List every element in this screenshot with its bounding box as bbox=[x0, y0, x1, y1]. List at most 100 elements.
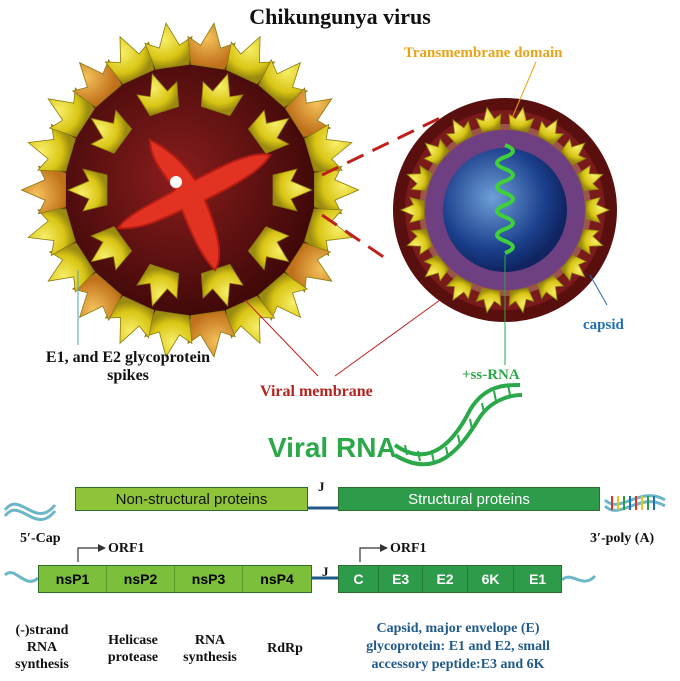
glycoprotein-spike bbox=[225, 35, 276, 85]
orf1-left-label: ORF1 bbox=[108, 541, 145, 556]
glycoprotein-spike bbox=[304, 123, 353, 172]
glycoprotein-spike bbox=[247, 226, 290, 271]
glycoprotein-spike bbox=[200, 263, 244, 307]
glycoprotein-spike bbox=[475, 106, 502, 133]
glycoprotein-spike bbox=[406, 228, 433, 256]
orf1-right-label: ORF1 bbox=[390, 541, 427, 556]
structural-function-line: accessory peptide:E3 and 6K bbox=[371, 657, 545, 672]
glycoprotein-spike bbox=[272, 168, 314, 212]
segment-e3: E3 bbox=[379, 566, 424, 592]
glycoprotein-spike bbox=[475, 287, 502, 314]
virion-cross-section bbox=[393, 98, 617, 322]
glycoprotein-spike bbox=[284, 87, 333, 138]
nsp1-function-line: (-)strand bbox=[15, 623, 69, 638]
glycoprotein-spike bbox=[258, 272, 309, 322]
glycoprotein-spike bbox=[304, 208, 353, 257]
glycoprotein-spike bbox=[20, 165, 66, 215]
membrane-label: Viral membrane bbox=[260, 383, 373, 400]
glycoprotein-spike bbox=[71, 272, 122, 322]
structural-proteins-bar: Structural proteins bbox=[338, 487, 600, 511]
glycoprotein-spike bbox=[560, 138, 587, 166]
spikes-label-line1: E1, and E2 glycoprotein bbox=[45, 349, 211, 366]
rna-strand-illustration bbox=[393, 383, 523, 467]
glycoprotein-spike bbox=[445, 118, 473, 146]
spikes-label-line2: spikes bbox=[107, 367, 149, 384]
rna-base-pair bbox=[469, 418, 473, 430]
glycoprotein-spike bbox=[136, 263, 180, 307]
segment-6k: 6K bbox=[468, 566, 515, 592]
glycoprotein-spike bbox=[537, 118, 565, 146]
nsp4-function-line: RdRp bbox=[267, 641, 303, 656]
segment-e2: E2 bbox=[423, 566, 468, 592]
virion-left bbox=[20, 22, 360, 358]
glycoprotein-spike bbox=[445, 274, 473, 302]
glycoprotein-spike bbox=[508, 106, 535, 133]
transmembrane-label: Transmembrane domain bbox=[404, 45, 563, 61]
segment-nsp2: nsP2 bbox=[107, 566, 175, 592]
rna-helix-shape bbox=[495, 143, 515, 255]
rna-base-pair bbox=[404, 444, 408, 456]
glycoprotein-spike bbox=[104, 35, 155, 85]
nsp4-function: RdRp bbox=[260, 640, 310, 657]
strand-left-top bbox=[3, 502, 57, 521]
rna-base-pair bbox=[507, 384, 511, 396]
strand-right-bottom bbox=[560, 574, 597, 583]
rna-base-pair bbox=[481, 402, 485, 414]
structural-function-line: glycoprotein: E1 and E2, small bbox=[366, 639, 550, 654]
rna-base-pair bbox=[445, 446, 449, 458]
segment-nsp3: nsP3 bbox=[175, 566, 243, 592]
nonstructural-proteins-bar: Non-structural proteins bbox=[75, 487, 308, 511]
glycoprotein-spike bbox=[90, 226, 133, 271]
capsid-label: capsid bbox=[583, 317, 624, 333]
red-protein-shape bbox=[116, 138, 272, 272]
segment-e1: E1 bbox=[529, 571, 547, 587]
structural-function-line: Capsid, major envelope (E) bbox=[376, 621, 540, 636]
nsp3-function-line: RNA bbox=[194, 633, 226, 648]
nsp3-function-line: synthesis bbox=[183, 650, 237, 665]
nsp2-function-line: protease bbox=[107, 650, 159, 665]
glycoprotein-spike bbox=[144, 310, 193, 358]
rna-base-pair bbox=[417, 450, 421, 462]
junction-top: J bbox=[318, 479, 325, 494]
viral-rna-label: Viral RNA bbox=[268, 432, 397, 463]
nsp2-function-line: Helicase bbox=[108, 633, 158, 648]
structural-function: Capsid, major envelope (E) glycoprotein:… bbox=[328, 620, 588, 674]
glycoprotein-spike bbox=[104, 295, 155, 345]
strand-right-top bbox=[603, 494, 666, 512]
glycoprotein-spike bbox=[225, 295, 276, 345]
glycoprotein-spike bbox=[258, 58, 309, 108]
nsp3-function: RNA synthesis bbox=[180, 632, 240, 666]
segment-nsp4: nsP4 bbox=[260, 571, 294, 587]
glycoprotein-spike bbox=[537, 274, 565, 302]
nsp1-function-line: synthesis bbox=[15, 657, 69, 672]
rna-base-pair bbox=[457, 434, 461, 446]
cap-label: 5′-Cap bbox=[20, 531, 61, 546]
glycoprotein-spike bbox=[314, 165, 360, 215]
segment-c: C bbox=[339, 566, 379, 592]
polya-label: 3′-poly (A) bbox=[590, 531, 655, 546]
glycoprotein-spike bbox=[577, 228, 604, 256]
glycoprotein-spike bbox=[27, 123, 76, 172]
glycoprotein-spike bbox=[247, 109, 290, 154]
nsp1-function-line: RNA bbox=[26, 640, 58, 655]
segment-nsp1: nsP1 bbox=[39, 566, 107, 592]
glycoprotein-spike bbox=[144, 22, 193, 70]
rna-base-pair bbox=[493, 390, 497, 402]
nonstructural-segments: nsP1 nsP2 nsP3 nsP4 bbox=[38, 565, 312, 593]
nsp2-function: Helicase protease bbox=[98, 632, 168, 666]
glycoprotein-spike bbox=[423, 138, 450, 166]
junction-bottom: J bbox=[322, 564, 329, 579]
page-title: Chikungunya virus bbox=[249, 4, 431, 29]
glycoprotein-spike bbox=[577, 164, 604, 192]
glycoprotein-spike bbox=[27, 208, 76, 257]
glycoprotein-spike bbox=[406, 164, 433, 192]
glycoprotein-spike bbox=[187, 310, 236, 358]
glycoprotein-spike bbox=[90, 109, 133, 154]
structural-segments: C E3 E2 6K E1 bbox=[338, 565, 562, 593]
glycoprotein-spike bbox=[136, 73, 180, 117]
glycoprotein-spike bbox=[187, 22, 236, 70]
glycoprotein-spike bbox=[47, 242, 96, 293]
glycoprotein-spike bbox=[47, 87, 96, 138]
glycoprotein-spike bbox=[560, 254, 587, 282]
